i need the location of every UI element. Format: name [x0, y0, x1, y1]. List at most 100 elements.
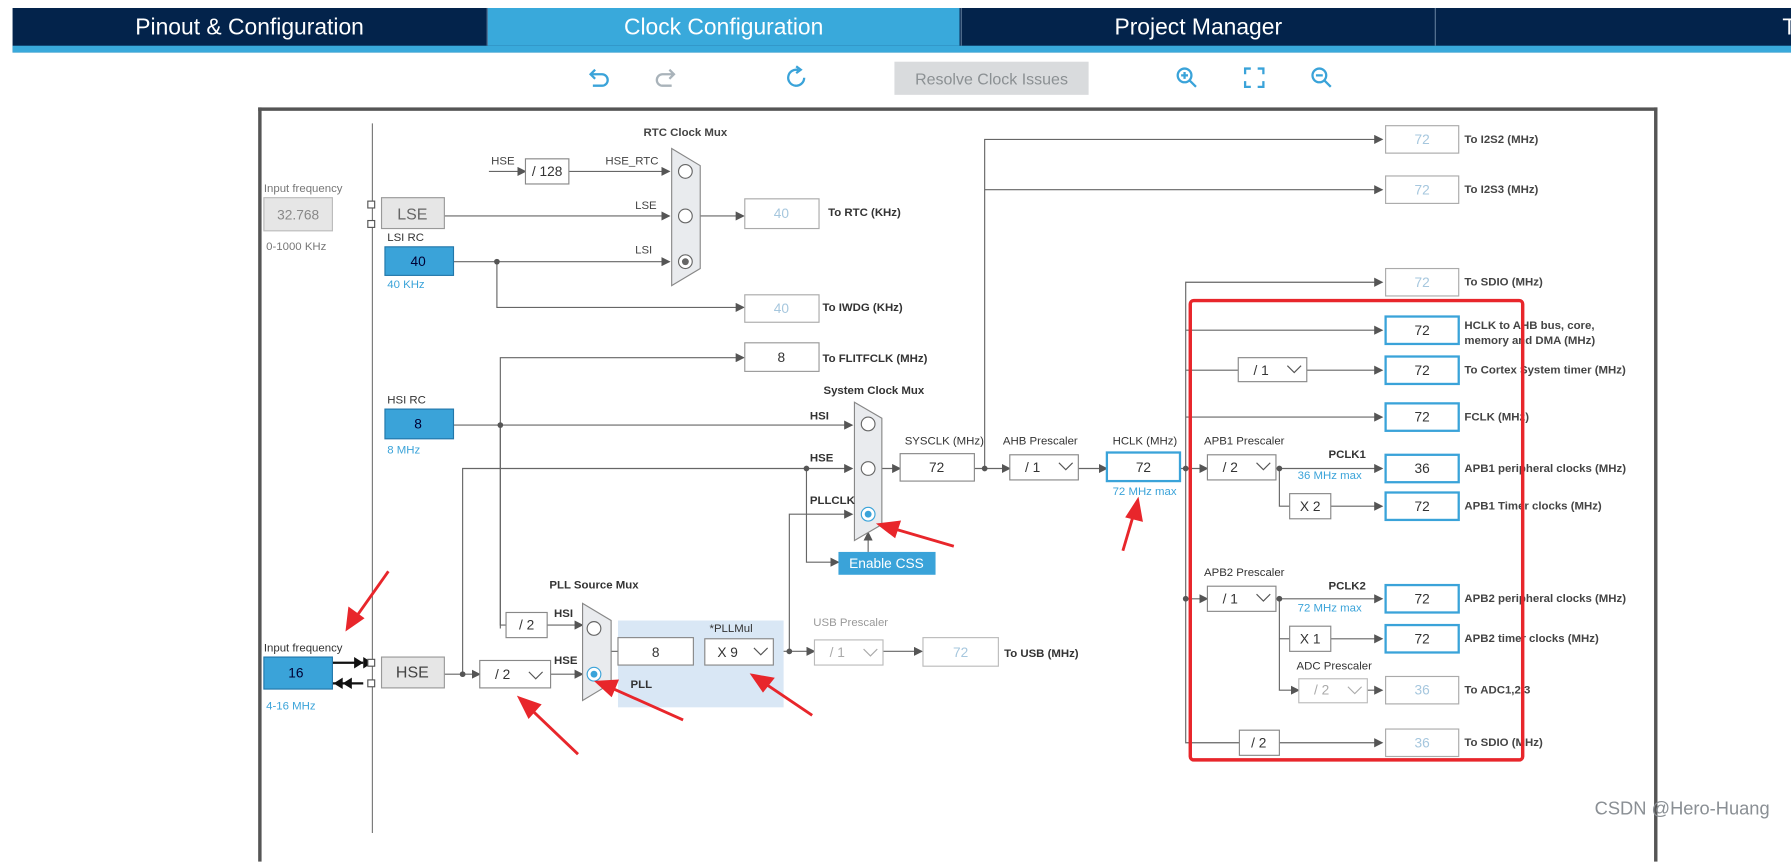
output-field [1384, 583, 1460, 614]
hse-prediv-dropdown[interactable] [479, 659, 552, 689]
rtc-output-field [744, 198, 820, 230]
adc-prescaler-dropdown[interactable] [1298, 678, 1368, 704]
apb1-max-label: 36 MHz max [1298, 470, 1362, 482]
flitfclk-output-field [744, 342, 820, 372]
toolbar: Resolve Clock Issues [0, 59, 1791, 98]
hse-block [380, 656, 445, 689]
tab-project-manager[interactable]: Project Manager [1114, 14, 1283, 40]
chevron-down-icon [753, 647, 769, 656]
output-field [1385, 728, 1460, 758]
lsi-value: 40 [410, 254, 426, 269]
system-clock-mux-title: System Clock Mux [823, 385, 924, 397]
output-label: HCLK to AHB bus, core, [1464, 320, 1594, 332]
undo-icon[interactable] [585, 64, 612, 91]
chevron-down-icon [1347, 686, 1363, 695]
chevron-down-icon [1256, 462, 1271, 471]
fit-screen-icon[interactable] [1241, 64, 1268, 91]
output-field [1385, 175, 1460, 204]
hse-input-frequency-label: Input frequency [264, 642, 343, 654]
cortex-timer-div-dropdown[interactable] [1237, 357, 1308, 383]
lse-input-frequency-label: Input frequency [264, 183, 343, 195]
enable-css-button[interactable] [838, 551, 936, 575]
zoom-in-icon[interactable] [1173, 64, 1200, 91]
lsi-rc-label: LSI RC [387, 232, 424, 244]
output-label: APB2 peripheral clocks (MHz) [1464, 593, 1626, 605]
hsi-rc-label: HSI RC [387, 394, 426, 406]
rtc-mux-radio-lse[interactable] [677, 208, 693, 224]
hse-input-field[interactable] [263, 656, 333, 690]
sysclk-label: SYSCLK (MHz) [905, 436, 984, 448]
redo-icon[interactable] [652, 64, 679, 91]
ahb-prescaler-label: AHB Prescaler [1003, 436, 1078, 448]
hsi-value: 8 [414, 417, 422, 432]
usb-prescaler-dropdown[interactable] [813, 639, 884, 666]
hse-range-label: 4-16 MHz [266, 701, 316, 713]
output-label-line2: memory and DMA (MHz) [1464, 335, 1595, 347]
output-label: To SDIO (MHz) [1464, 277, 1543, 289]
iwdg-output-field [744, 294, 820, 323]
pll-src-radio-hse-dot [590, 670, 598, 678]
usb-output-value: 72 [953, 645, 968, 660]
output-label: APB2 timer clocks (MHz) [1464, 633, 1599, 645]
apb1-timer-mul-box [1289, 493, 1332, 520]
tab-tools[interactable]: Tools [1436, 8, 1791, 46]
lse-label: LSE [397, 206, 427, 223]
ahb-prescaler-dropdown[interactable] [1009, 454, 1079, 481]
sysmux-radio-hse[interactable] [860, 461, 876, 476]
usb-prescaler-value: / 1 [830, 645, 845, 660]
output-value: 72 [1415, 631, 1430, 646]
pll-input-value: 8 [652, 645, 660, 660]
output-value: 72 [1415, 410, 1430, 425]
lsi-rc-block [384, 246, 455, 276]
apb2-prescaler-label: APB2 Prescaler [1204, 567, 1285, 579]
hsi-rc-block [384, 408, 455, 440]
output-field [1384, 453, 1460, 484]
sysmux-radio-hsi[interactable] [860, 416, 876, 432]
apb1-prescaler-dropdown[interactable] [1206, 454, 1277, 481]
pclk1-label: PCLK1 [1328, 449, 1366, 461]
adc-prescaler-value: / 2 [1314, 683, 1329, 698]
rtc-mux-radio-hse[interactable] [677, 163, 693, 179]
rtc-output-label: To RTC (KHz) [828, 207, 901, 219]
resolve-clock-issues-button[interactable]: Resolve Clock Issues [894, 61, 1089, 95]
hsi-frequency: 8 MHz [387, 445, 420, 457]
output-value: 36 [1415, 461, 1431, 476]
pll-input-field [617, 637, 694, 666]
rtc-clock-mux-title: RTC Clock Mux [644, 127, 728, 139]
apb2-timer-mul-box [1289, 625, 1332, 652]
hse-input-value: 16 [288, 666, 304, 681]
refresh-icon[interactable] [782, 64, 809, 91]
output-field [1384, 315, 1460, 346]
hclk-max-label: 72 MHz max [1113, 486, 1177, 498]
output-value: 72 [1415, 363, 1430, 378]
tab-clock-configuration[interactable]: Clock Configuration [487, 7, 960, 46]
pllmul-value: X 9 [717, 645, 738, 660]
lse-input-field[interactable] [263, 197, 333, 232]
hclk-input[interactable] [1105, 451, 1182, 483]
lse-input-value: 32.768 [277, 207, 319, 222]
apb2-prescaler-dropdown[interactable] [1206, 585, 1277, 612]
apb1-prescaler-value: / 2 [1223, 460, 1238, 475]
tab-pinout[interactable]: Pinout & Configuration [135, 14, 364, 40]
zoom-out-icon[interactable] [1308, 64, 1335, 91]
lse-block [380, 197, 445, 230]
output-field [1385, 267, 1460, 297]
output-field [1385, 125, 1460, 154]
pll-src-hsi-label: HSI [554, 608, 573, 620]
pll-src-radio-hsi[interactable] [586, 621, 602, 636]
pllmul-dropdown[interactable] [704, 638, 774, 666]
usb-prescaler-label: USB Prescaler [813, 617, 888, 629]
rtc-hse-label: HSE [491, 156, 515, 168]
watermark: CSDN @Hero-Huang [1594, 799, 1770, 820]
flitfclk-label: To FLITFCLK (MHz) [822, 353, 927, 365]
chevron-down-icon [1256, 593, 1271, 602]
output-value: 72 [1415, 591, 1430, 606]
sysmux-radio-pllclk-dot [864, 510, 872, 518]
output-value: 72 [1415, 275, 1430, 290]
sysmux-pllclk-label: PLLCLK [810, 495, 856, 507]
usb-output-label: To USB (MHz) [1004, 648, 1079, 660]
rtc-lse-label: LSE [635, 200, 657, 212]
sysmux-hsi-label: HSI [810, 410, 829, 422]
hclk-value: 72 [1136, 460, 1151, 475]
output-label: APB1 peripheral clocks (MHz) [1464, 463, 1626, 475]
